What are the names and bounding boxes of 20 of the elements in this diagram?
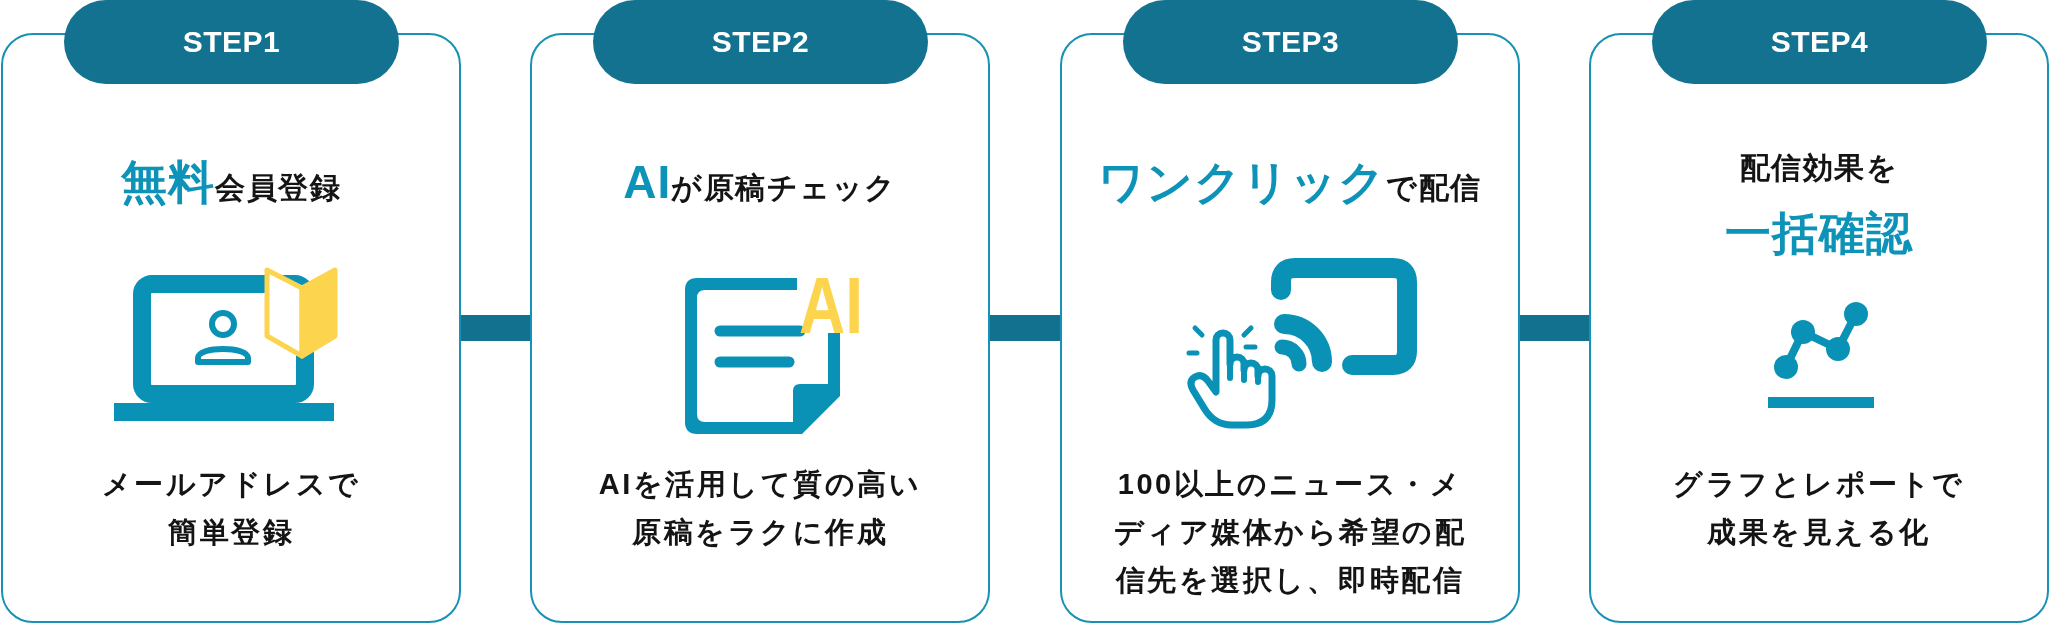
- connector-bar: [1520, 315, 1589, 341]
- card-description: グラフとレポートで成果を見える化: [1672, 467, 1966, 550]
- card-title: 無料会員登録: [121, 155, 341, 210]
- card-title: AIが原稿チェック: [623, 155, 897, 210]
- step-number-text: STEP1: [182, 25, 281, 59]
- card-description: メールアドレスで簡単登録: [101, 467, 361, 550]
- card-description: 100以上のニュース・メディア媒体から希望の配信先を選択し、即時配信: [1113, 467, 1467, 598]
- step-card: [530, 33, 990, 623]
- ai-badge-text: AI: [799, 265, 863, 345]
- step-card: [1589, 33, 2049, 623]
- step-number-text: STEP2: [711, 25, 810, 59]
- card-title: ワンクリックで配信: [1098, 155, 1482, 210]
- step-card: [1, 33, 461, 623]
- card-description: AIを活用して質の高い原稿をラクに作成: [598, 467, 922, 550]
- connector-bar: [990, 315, 1060, 341]
- step-card: [1060, 33, 1520, 623]
- step-number-text: STEP4: [1770, 25, 1869, 59]
- card-title: 配信効果を一括確認: [1725, 150, 1913, 261]
- connector-bar: [461, 315, 530, 341]
- step-number-text: STEP3: [1241, 25, 1340, 59]
